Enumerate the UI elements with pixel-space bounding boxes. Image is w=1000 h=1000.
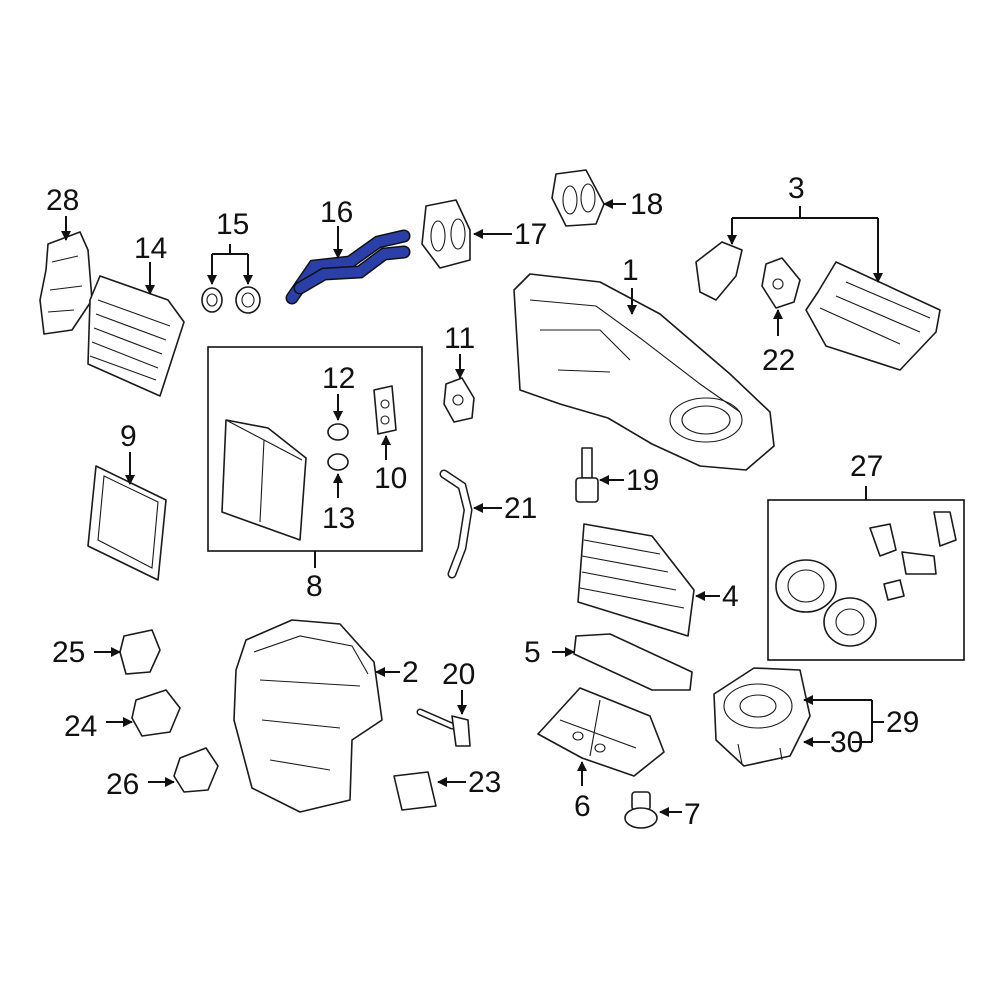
- part-22-actuator[interactable]: [761, 257, 801, 309]
- callout-29: 29: [886, 706, 919, 739]
- callout-26: 26: [106, 768, 139, 801]
- part-23-module[interactable]: [393, 771, 437, 811]
- part-21-hose[interactable]: [439, 469, 473, 579]
- callout-20: 20: [442, 658, 475, 691]
- callout-24: 24: [64, 710, 97, 743]
- callout-9: 9: [120, 420, 137, 453]
- callout-12: 12: [322, 362, 355, 395]
- part-15-seals[interactable]: [201, 286, 261, 314]
- part-8-evaporator[interactable]: [221, 419, 307, 541]
- part-9-filter-frame[interactable]: [87, 465, 167, 581]
- part-27-blower-components[interactable]: [775, 511, 957, 647]
- callout-7: 7: [684, 798, 701, 831]
- callout-30: 30: [830, 726, 863, 759]
- part-26-actuator[interactable]: [173, 747, 219, 793]
- callout-1: 1: [622, 254, 639, 287]
- part-3-air-ducts[interactable]: [695, 241, 941, 371]
- part-1-hvac-housing[interactable]: [513, 273, 775, 471]
- callout-27: 27: [850, 450, 883, 483]
- part-24-actuator[interactable]: [131, 689, 181, 737]
- part-29-blower-motor[interactable]: [713, 667, 811, 767]
- part-2-lower-housing[interactable]: [233, 619, 383, 813]
- callout-17: 17: [514, 218, 547, 251]
- part-7-grommet[interactable]: [624, 791, 658, 829]
- part-12-o-ring[interactable]: [327, 423, 349, 441]
- part-25-sensor[interactable]: [119, 629, 161, 675]
- callout-6: 6: [574, 790, 591, 823]
- callout-14: 14: [134, 232, 167, 265]
- part-20-sensor[interactable]: [416, 708, 471, 747]
- callout-10: 10: [374, 462, 407, 495]
- callout-13: 13: [322, 502, 355, 535]
- part-5-seal-strip[interactable]: [573, 633, 693, 691]
- callout-8: 8: [306, 570, 323, 603]
- callout-5: 5: [524, 636, 541, 669]
- callout-23: 23: [468, 766, 501, 799]
- part-17-grommet[interactable]: [421, 199, 471, 269]
- part-13-o-ring[interactable]: [327, 453, 349, 471]
- part-18-seal[interactable]: [551, 169, 605, 227]
- callout-11: 11: [444, 322, 475, 355]
- callout-4: 4: [722, 580, 739, 613]
- part-19-bolt[interactable]: [575, 447, 599, 503]
- callout-25: 25: [52, 636, 85, 669]
- callout-15: 15: [216, 208, 249, 241]
- callout-3: 3: [788, 172, 805, 205]
- callout-19: 19: [626, 464, 659, 497]
- part-16-heater-pipes[interactable]: [285, 229, 411, 305]
- part-6-tray[interactable]: [537, 687, 665, 777]
- callout-2: 2: [402, 656, 419, 689]
- callout-28: 28: [46, 184, 79, 217]
- part-10-expansion-valve[interactable]: [373, 385, 397, 435]
- part-4-cabin-filter[interactable]: [577, 523, 695, 637]
- callout-18: 18: [630, 188, 663, 221]
- part-28-bracket[interactable]: [39, 231, 93, 335]
- part-11-sensor[interactable]: [443, 377, 475, 423]
- part-14-evaporator-core[interactable]: [87, 275, 185, 397]
- callout-21: 21: [504, 492, 537, 525]
- callout-22: 22: [762, 344, 795, 377]
- callout-16: 16: [320, 196, 353, 229]
